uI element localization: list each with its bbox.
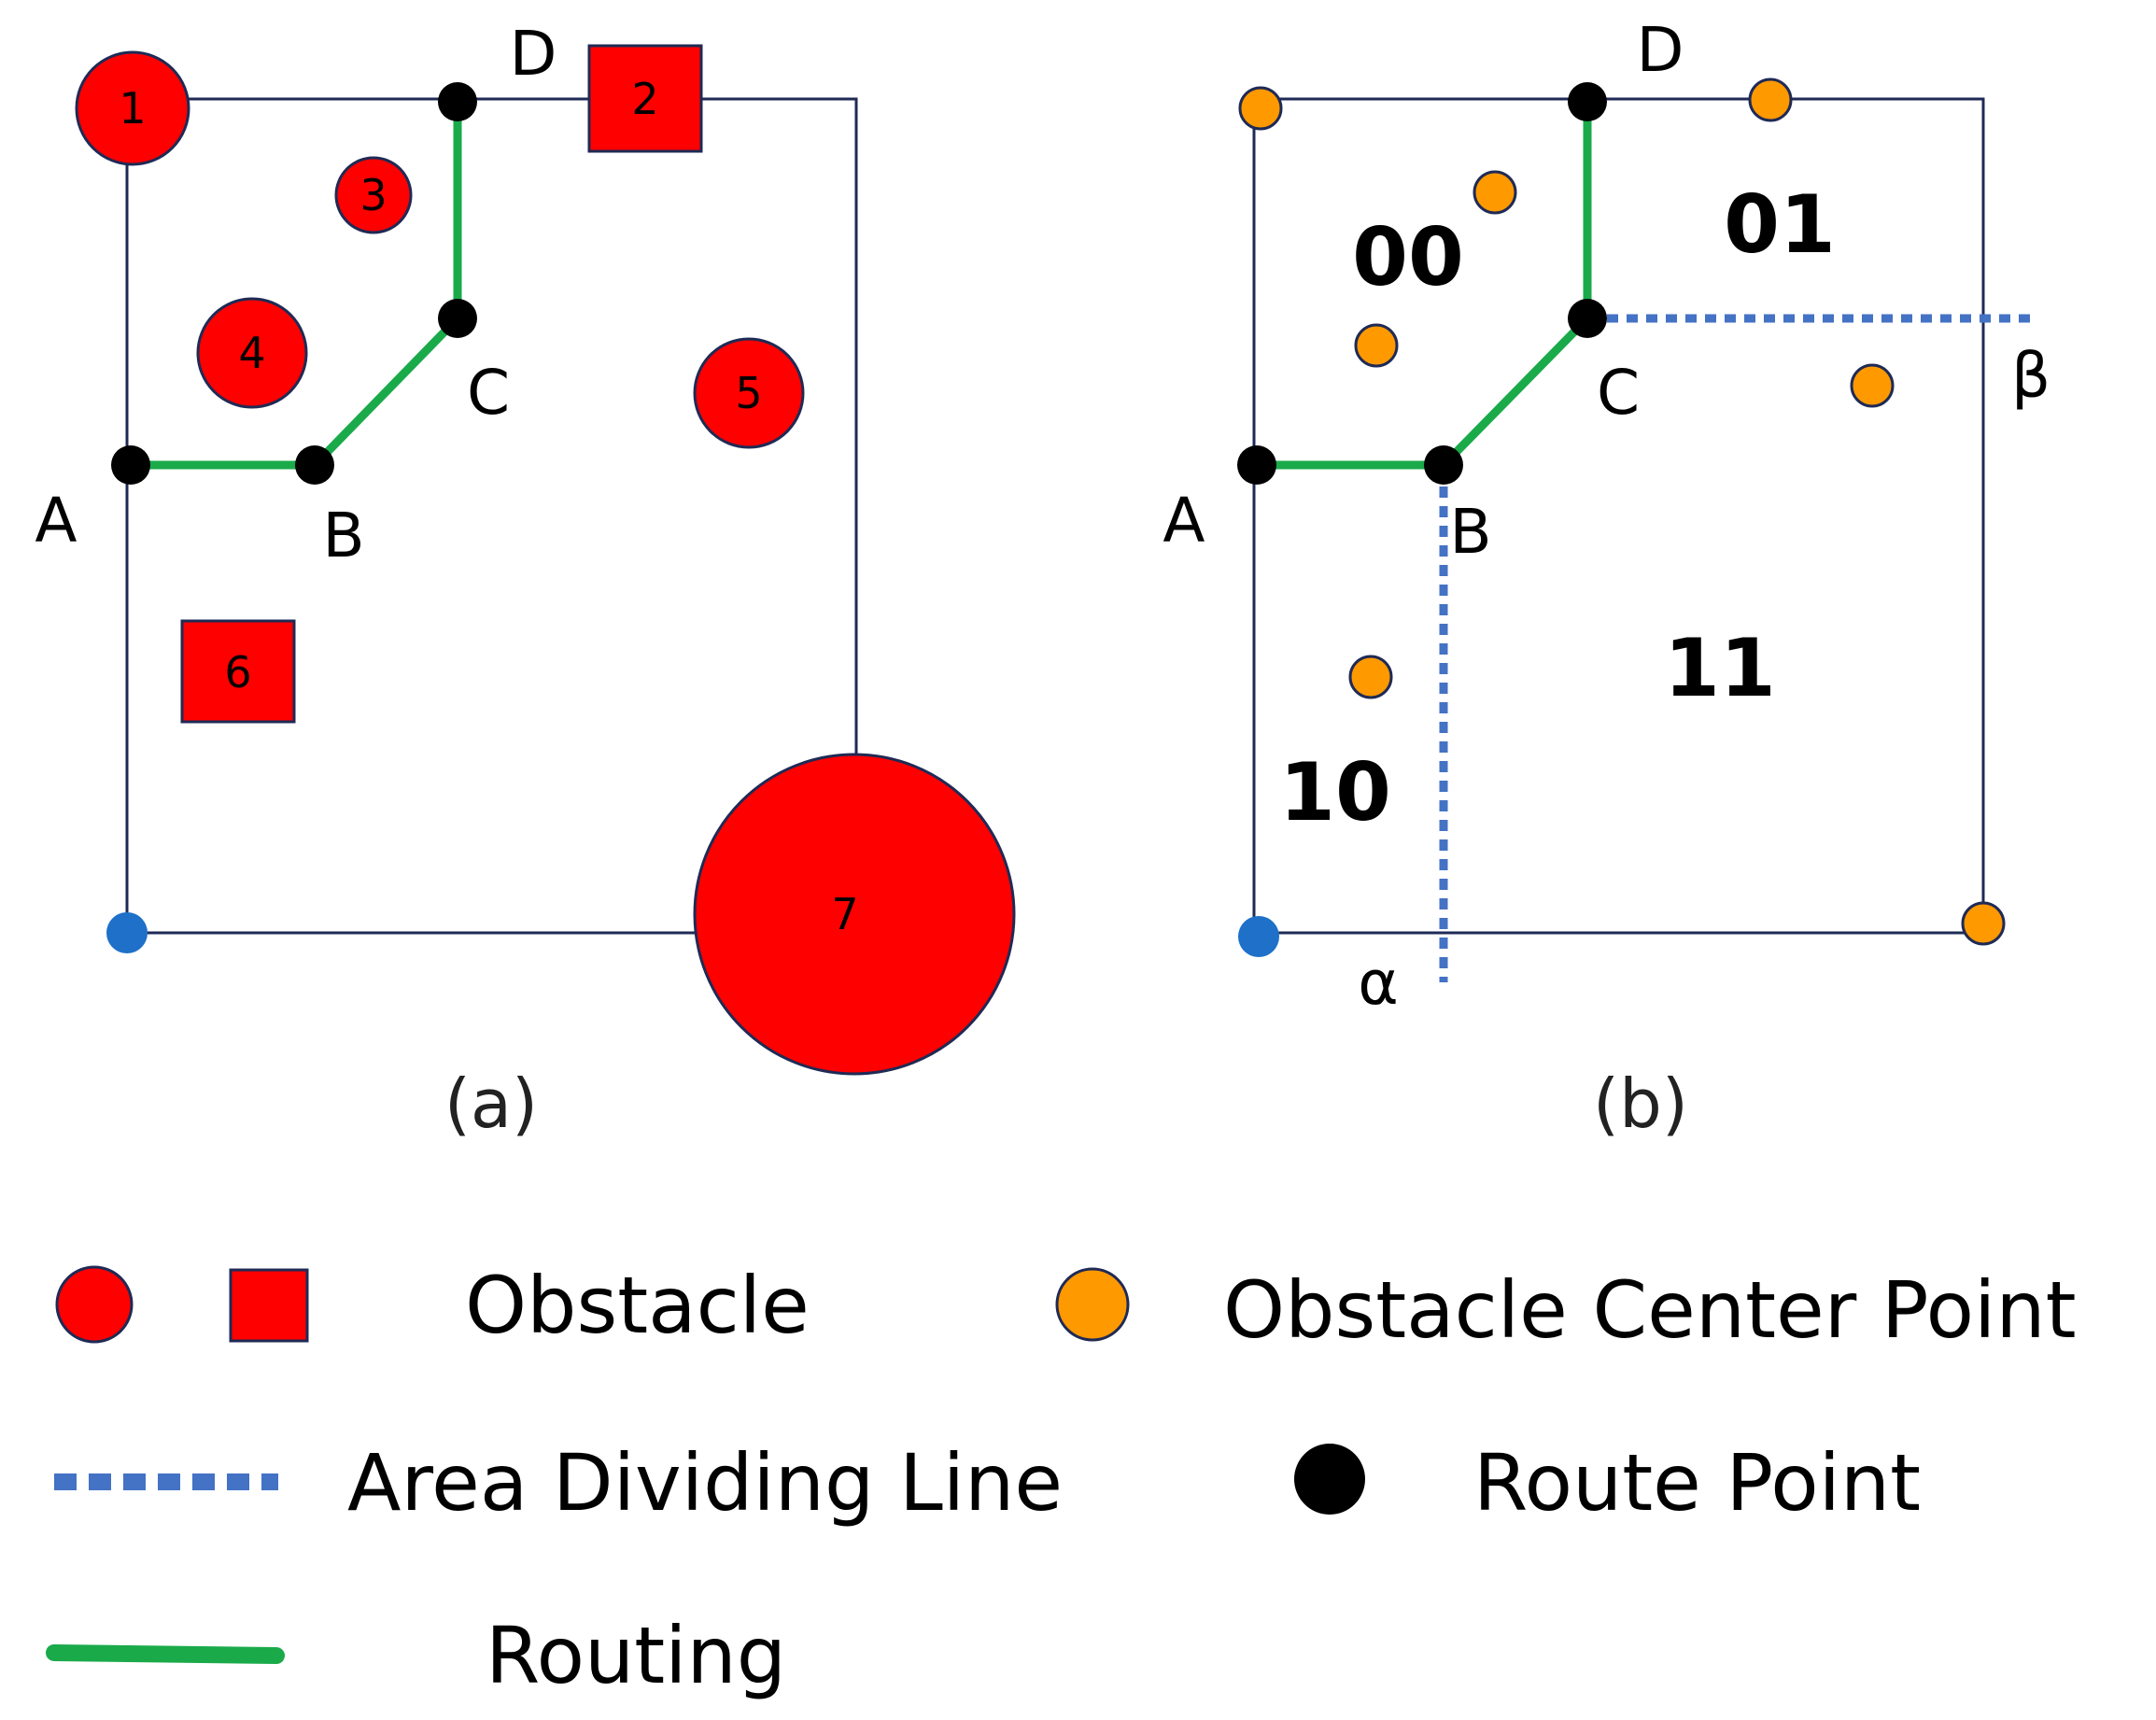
panel-b-boundary <box>1252 97 1985 935</box>
panel-a-route-point-b <box>295 445 334 485</box>
panel-a-route-point-a <box>111 445 150 485</box>
panel-b-caption: (b) <box>1593 1064 1688 1143</box>
obstacle-center-point-5 <box>1850 363 1895 408</box>
panel-b-route-point-a <box>1237 445 1276 485</box>
legend-obstacle-square-icon <box>229 1268 309 1343</box>
legend-obstacle-label: Obstacle <box>465 1260 810 1351</box>
legend-obstacle-center-icon <box>1055 1267 1130 1342</box>
legend-routing-label: Routing <box>486 1610 786 1701</box>
panel-a-boundary <box>125 97 858 935</box>
obstacle-4: 4 <box>196 297 308 409</box>
panel-a-caption: (a) <box>444 1064 538 1143</box>
region-01: 01 <box>1724 178 1836 272</box>
obstacle-3-label: 3 <box>359 170 387 220</box>
panel-b-label-d: D <box>1637 14 1684 86</box>
panel-b-origin-point <box>1238 916 1279 957</box>
panel-b-label-b: B <box>1449 496 1491 568</box>
obstacle-6: 6 <box>180 619 296 724</box>
region-10: 10 <box>1279 746 1391 839</box>
obstacle-6-label: 6 <box>224 647 251 698</box>
panel-a-label-d: D <box>510 18 557 90</box>
obstacle-center-point-1 <box>1238 86 1283 131</box>
region-00: 00 <box>1352 211 1464 304</box>
obstacle-1: 1 <box>75 50 190 166</box>
panel-b-label-a: A <box>1163 485 1205 557</box>
obstacle-7-label: 7 <box>831 889 858 939</box>
legend: Obstacle Obstacle Center Point Area Divi… <box>46 1260 2077 1701</box>
legend-route-point-label: Route Point <box>1473 1437 1921 1529</box>
panel-b-route-point-d <box>1568 82 1607 121</box>
legend-obstacle-center-label: Obstacle Center Point <box>1223 1264 2077 1356</box>
divider-alpha-label: α <box>1358 947 1399 1019</box>
legend-obstacle-circle-icon <box>55 1265 134 1344</box>
panel-a-routing <box>131 102 462 470</box>
panel-b-route-point-c <box>1568 299 1607 338</box>
obstacle-2: 2 <box>587 44 703 153</box>
panel-b-route-point-b <box>1424 445 1463 485</box>
panel-b: A B C D 00 01 10 11 α β (b) <box>1163 14 2050 1143</box>
legend-route-point-icon <box>1294 1444 1365 1515</box>
obstacle-center-point-4 <box>1354 323 1399 368</box>
obstacle-4-label: 4 <box>238 328 265 378</box>
divider-beta-label: β <box>2011 340 2050 412</box>
panel-a: 1 2 3 4 5 6 7 <box>35 18 1016 1143</box>
panel-b-routing <box>1257 102 1592 470</box>
panel-a-label-c: C <box>467 357 510 429</box>
obstacle-5: 5 <box>693 337 805 449</box>
region-11: 11 <box>1664 622 1776 715</box>
panel-a-label-a: A <box>35 485 77 557</box>
legend-area-divider-label: Area Dividing Line <box>347 1437 1063 1529</box>
panel-a-route-point-c <box>438 299 477 338</box>
obstacle-2-label: 2 <box>631 74 658 124</box>
obstacle-center-point-7 <box>1961 901 2006 946</box>
panel-a-origin-point <box>106 912 148 953</box>
obstacle-5-label: 5 <box>735 368 762 418</box>
obstacle-center-point-2 <box>1748 78 1793 122</box>
obstacle-3: 3 <box>334 156 413 234</box>
obstacle-7: 7 <box>693 753 1016 1076</box>
obstacle-1-label: 1 <box>119 83 146 134</box>
legend-routing-icon <box>46 1644 285 1664</box>
panel-a-route-point-d <box>438 82 477 121</box>
panel-a-label-b: B <box>322 500 364 571</box>
obstacle-center-point-3 <box>1473 170 1517 215</box>
obstacle-center-point-6 <box>1348 655 1393 699</box>
panel-b-label-c: C <box>1597 357 1640 429</box>
